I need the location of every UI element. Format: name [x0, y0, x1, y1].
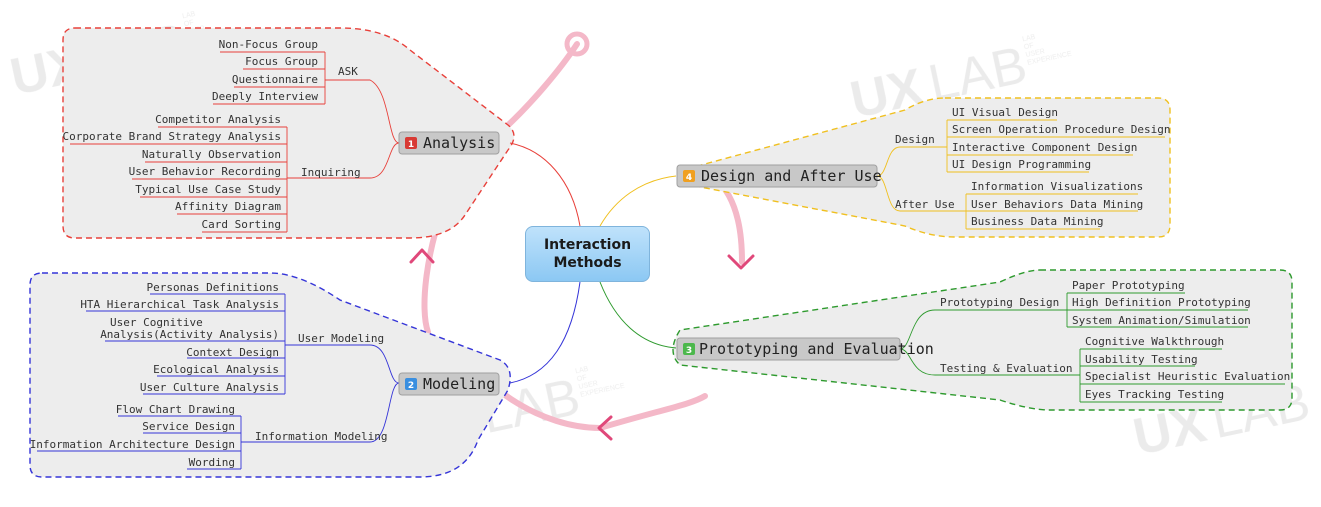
modeling-number-badge — [405, 378, 417, 390]
design-sub-item: UI Design Programming — [952, 158, 1091, 171]
analysis-number: 1 — [408, 140, 414, 150]
design-number: 4 — [686, 173, 692, 183]
svg-text:USER: USER — [1025, 48, 1045, 59]
after-use-item: Information Visualizations — [971, 180, 1143, 193]
inquiring-item: Card Sorting — [202, 218, 281, 231]
info-modeling-item: Service Design — [142, 420, 235, 433]
testing-item: Usability Testing — [1085, 353, 1198, 366]
analysis-label: Analysis — [423, 134, 495, 152]
after-use-item: User Behaviors Data Mining — [971, 198, 1143, 211]
inquiring-item: Corporate Brand Strategy Analysis — [62, 130, 281, 143]
prototyping-number-badge — [683, 343, 695, 355]
svg-text:LAB: LAB — [182, 11, 197, 21]
ask-item: Non-Focus Group — [219, 38, 318, 51]
inquiring-item: Competitor Analysis — [155, 113, 281, 126]
modeling-region — [29, 272, 511, 478]
user-modeling-label: User Modeling — [298, 332, 384, 345]
ask-label: ASK — [338, 65, 358, 78]
proto-design-label: Prototyping Design — [940, 296, 1059, 309]
cycle-start-node — [564, 31, 590, 57]
modeling-label: Modeling — [423, 375, 495, 393]
analysis-region — [62, 27, 515, 239]
ask-item: Questionnaire — [232, 73, 318, 86]
design-sub-label: Design — [895, 133, 935, 146]
prototyping-label: Prototyping and Evaluation — [699, 340, 934, 358]
testing-item: Eyes Tracking Testing — [1085, 388, 1224, 401]
user-modeling-item: User Culture Analysis — [140, 381, 279, 394]
user-modeling-item: Personas Definitions — [147, 281, 279, 294]
user-modeling-item: Ecological Analysis — [153, 363, 279, 376]
svg-text:OF: OF — [576, 374, 587, 383]
inquiring-label: Inquiring — [301, 166, 361, 179]
after-use-label: After Use — [895, 198, 955, 211]
user-modeling-item: HTA Hierarchical Task Analysis — [80, 298, 279, 311]
design-branch: 4 Design and After Use Design After Use … — [676, 106, 1171, 230]
ask-item: Focus Group — [245, 55, 318, 68]
modeling-number: 2 — [408, 381, 414, 391]
svg-text:USER: USER — [578, 380, 598, 391]
analysis-topic[interactable] — [398, 131, 500, 155]
design-topic[interactable] — [676, 164, 878, 188]
proto-design-item: Paper Prototyping — [1072, 279, 1185, 292]
prototyping-number: 3 — [686, 346, 692, 356]
modeling-branch: 2 Modeling User Modeling Information Mod… — [30, 281, 500, 470]
inquiring-item: Affinity Diagram — [175, 200, 281, 213]
user-modeling-item: Analysis(Activity Analysis) — [100, 328, 279, 341]
modeling-topic[interactable] — [398, 372, 500, 396]
svg-text:OF: OF — [1023, 42, 1034, 51]
svg-text:LAB: LAB — [575, 366, 590, 376]
prototyping-branch: 3 Prototyping and Evaluation Prototyping… — [676, 279, 1290, 403]
design-number-badge — [683, 170, 695, 182]
info-modeling-item: Information Architecture Design — [30, 438, 235, 451]
info-modeling-item: Wording — [189, 456, 235, 469]
svg-text:OF: OF — [183, 19, 194, 28]
testing-label: Testing & Evaluation — [940, 362, 1072, 375]
info-modeling-item: Flow Chart Drawing — [116, 403, 235, 416]
proto-design-item: High Definition Prototyping — [1072, 296, 1251, 309]
user-modeling-item: Context Design — [186, 346, 279, 359]
inquiring-item: User Behavior Recording — [129, 165, 281, 178]
center-topic-label: Interaction Methods — [543, 237, 632, 271]
svg-text:LAB: LAB — [1022, 34, 1037, 44]
center-topic[interactable]: Interaction Methods — [525, 226, 650, 282]
testing-item: Specialist Heuristic Evaluation — [1085, 370, 1290, 383]
user-modeling-item: User Cognitive — [110, 316, 203, 329]
design-sub-item: UI Visual Design — [952, 106, 1058, 119]
design-sub-item: Screen Operation Procedure Design — [952, 123, 1171, 136]
ask-item: Deeply Interview — [212, 90, 318, 103]
inquiring-item: Naturally Observation — [142, 148, 281, 161]
info-modeling-label: Information Modeling — [255, 430, 387, 443]
design-label: Design and After Use — [701, 167, 882, 185]
analysis-number-badge — [405, 137, 417, 149]
analysis-branch: 1 Analysis ASK Inquiring Non-Focus Group… — [62, 38, 500, 233]
design-region — [682, 97, 1171, 238]
center-connectors — [509, 142, 677, 384]
inquiring-item: Typical Use Case Study — [135, 183, 281, 196]
cycle-chevron-icon — [409, 248, 755, 441]
prototyping-region — [672, 269, 1293, 411]
prototyping-topic[interactable] — [676, 337, 901, 361]
testing-item: Cognitive Walkthrough — [1085, 335, 1224, 348]
after-use-item: Business Data Mining — [971, 215, 1103, 228]
design-sub-item: Interactive Component Design — [952, 141, 1137, 154]
proto-design-item: System Animation/Simulation — [1072, 314, 1251, 327]
